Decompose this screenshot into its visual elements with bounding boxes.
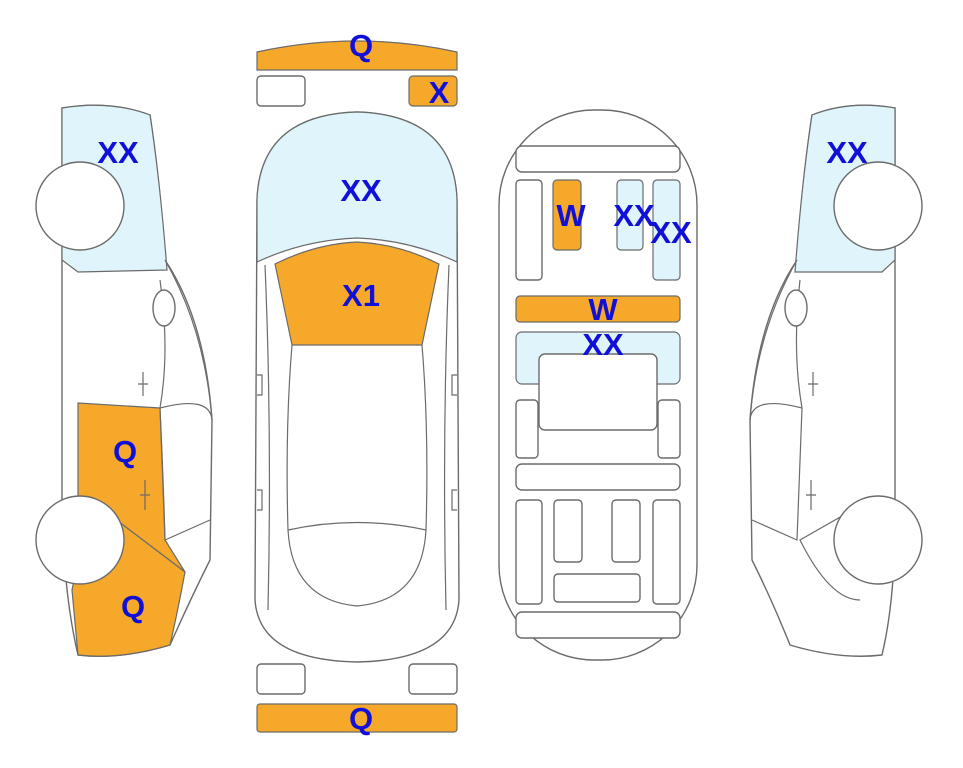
right-pillar: [749, 259, 798, 421]
left-door-seam: [159, 402, 213, 421]
code-left-rear-fender: Q: [121, 589, 145, 624]
left-pillar: [164, 259, 213, 421]
rear-right-light[interactable]: [408, 663, 458, 695]
right-rear-wheel: [833, 495, 923, 585]
interior-dash[interactable]: [515, 145, 681, 173]
interior-rear-right[interactable]: [652, 499, 681, 605]
code-left-rear-door: Q: [113, 434, 137, 469]
front-left-light[interactable]: [256, 75, 306, 107]
top-hood[interactable]: [274, 241, 440, 346]
interior-seat-front[interactable]: [552, 179, 582, 251]
code-seat-glass-b: XX: [650, 215, 692, 250]
code-seat-front: W: [556, 198, 586, 233]
code-dash-bar: W: [588, 292, 618, 327]
interior-seat-glass-a[interactable]: [616, 179, 644, 251]
top-rear-window: [287, 529, 427, 607]
front-right-light[interactable]: [408, 75, 458, 107]
code-rear-bumper: Q: [349, 701, 373, 736]
top-left-mirror: [257, 374, 263, 396]
left-lower-door: [159, 407, 211, 541]
top-right-handle: [451, 489, 457, 511]
interior-trunk[interactable]: [515, 611, 681, 639]
interior-rear-seat-a[interactable]: [553, 499, 583, 563]
code-seat-glass-a: XX: [613, 198, 655, 233]
right-handle-rear: [806, 480, 816, 510]
right-lower-door: [751, 407, 803, 541]
code-front-right-light: X: [429, 75, 450, 110]
top-right-side-line: [443, 264, 450, 611]
rear-left-light[interactable]: [256, 663, 306, 695]
top-left-side-line: [264, 264, 271, 611]
interior-rear-bar[interactable]: [515, 463, 681, 491]
interior-rear-left[interactable]: [515, 499, 543, 605]
top-cabin: [286, 344, 428, 531]
right-mirror: [784, 289, 808, 327]
interior-mid-right[interactable]: [657, 399, 681, 459]
code-console-glass: XX: [582, 327, 624, 362]
code-hood-glass: XX: [340, 173, 382, 208]
left-front-wheel: [35, 161, 125, 251]
right-handle-front: [808, 372, 818, 396]
code-left-window: XX: [97, 135, 139, 170]
top-left-handle: [257, 489, 263, 511]
code-front-bumper: Q: [349, 28, 373, 63]
left-handle-front: [138, 372, 148, 396]
left-handle-rear: [140, 480, 150, 510]
interior-trunk-bar[interactable]: [553, 573, 641, 603]
left-mirror: [152, 289, 176, 327]
interior-rear-seat-b[interactable]: [611, 499, 641, 563]
right-door-seam: [749, 402, 803, 421]
top-hood-glass[interactable]: [256, 111, 458, 263]
right-front-wheel: [833, 161, 923, 251]
left-rear-wheel: [35, 495, 125, 585]
front-bumper[interactable]: [256, 40, 458, 71]
code-right-window: XX: [826, 135, 868, 170]
rear-bumper[interactable]: [256, 703, 458, 733]
code-hood: X1: [342, 278, 380, 313]
top-right-mirror: [451, 374, 457, 396]
interior-left-panel[interactable]: [515, 179, 543, 281]
interior-seat-glass-b[interactable]: [652, 179, 681, 281]
right-rear-seam: [799, 499, 871, 601]
interior-dash-bar[interactable]: [515, 295, 681, 323]
interior-mid-left[interactable]: [515, 399, 539, 459]
interior-console[interactable]: [538, 353, 658, 431]
